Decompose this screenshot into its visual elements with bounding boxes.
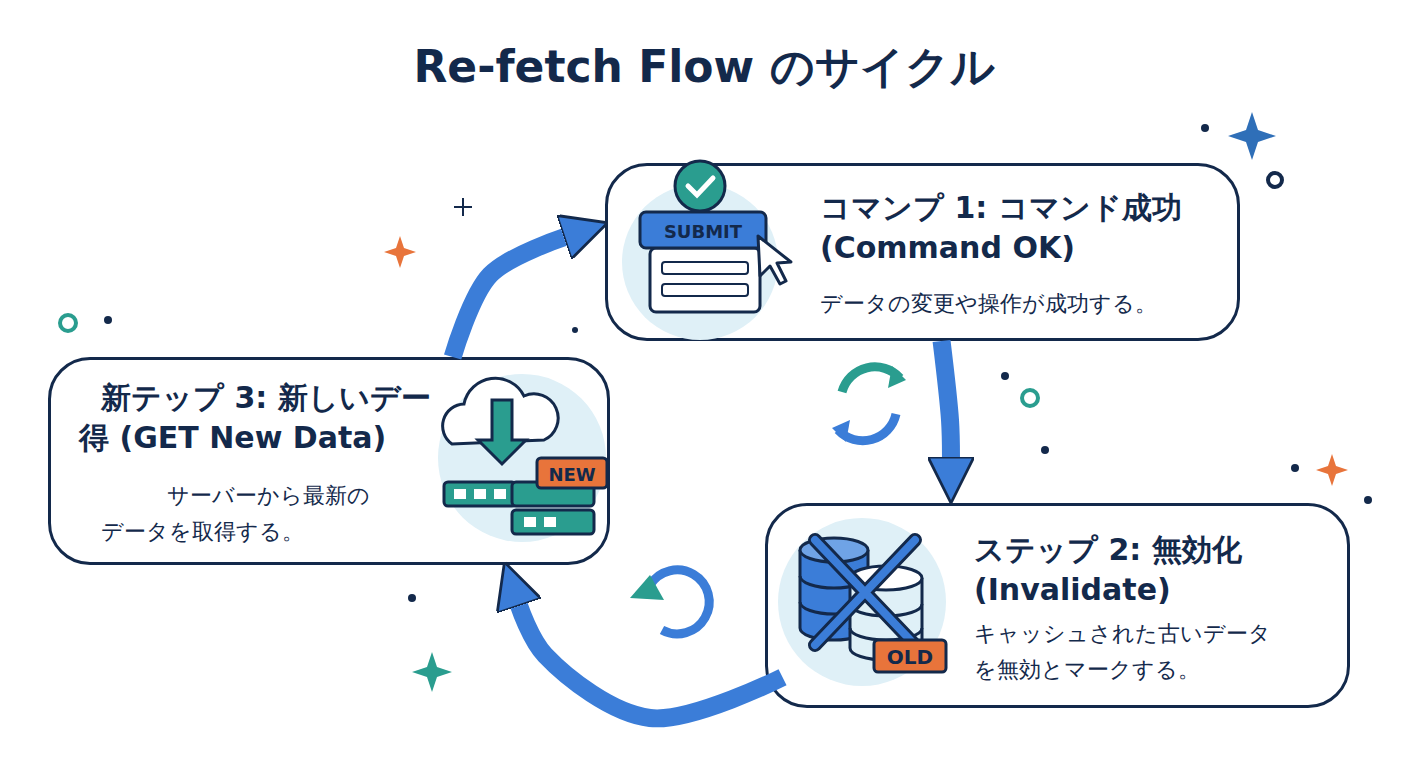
sparkle	[384, 236, 416, 268]
step-box: ステップ 2: 無効化 (Invalidate)キャッシュされた古いデータ を無…	[765, 503, 1350, 708]
database	[800, 550, 868, 640]
invalidate-icon	[778, 518, 946, 686]
dot	[572, 327, 578, 333]
ring-dot	[60, 315, 76, 331]
dot	[1041, 446, 1049, 454]
cycle-head	[630, 575, 664, 600]
check-badge	[675, 161, 725, 211]
step-box: 新テップ 3: 新しいデー 得 (GET New Data) サーバーから最新の …	[48, 357, 610, 565]
sparkle	[1228, 112, 1276, 160]
cycle-arc	[650, 570, 709, 634]
download-arrow	[478, 400, 526, 464]
cycle-arrow	[453, 237, 564, 357]
step-description: データの変更や操作が成功する。	[820, 286, 1230, 322]
old-tag	[874, 640, 946, 672]
form-field	[662, 284, 748, 296]
ring-dot	[1022, 390, 1038, 406]
connector-layer	[453, 237, 951, 718]
submit-icon	[622, 161, 791, 340]
server-block	[444, 482, 516, 506]
icon-backdrop	[622, 184, 778, 340]
cross-mark	[815, 540, 915, 645]
ring-dot	[1268, 173, 1282, 187]
dot	[408, 594, 416, 602]
sparkle	[454, 198, 472, 216]
dot	[1001, 372, 1009, 380]
database	[850, 578, 922, 660]
form-field	[662, 262, 748, 274]
database-rings	[850, 604, 922, 640]
server-block	[512, 510, 594, 534]
cycle-arrow	[942, 341, 951, 457]
dot	[104, 316, 112, 324]
cloud	[443, 378, 559, 444]
server-light	[474, 489, 486, 499]
cycle-head	[832, 420, 850, 442]
icon-backdrop	[438, 374, 606, 542]
cycle-arc	[838, 414, 896, 441]
dot	[1201, 124, 1209, 132]
dot	[1291, 464, 1299, 472]
new-tag	[537, 458, 607, 488]
database-rings	[800, 576, 868, 614]
dot	[1364, 496, 1372, 504]
step-description: キャッシュされた古いデータ を無効とマークする。	[974, 616, 1324, 688]
database-top	[800, 538, 868, 562]
cycle-head	[888, 366, 906, 388]
cross-mark-fill	[815, 540, 915, 645]
database-stack	[800, 538, 922, 660]
server-light	[544, 517, 556, 527]
sparkle	[1316, 454, 1348, 486]
step-heading: コマンプ 1: コマンド成功 (Command OK)	[820, 188, 1220, 268]
check-mark	[688, 178, 713, 195]
sparkle	[412, 652, 452, 692]
server-light	[524, 517, 536, 527]
step-heading: ステップ 2: 無効化 (Invalidate)	[974, 530, 1324, 610]
server-block	[512, 482, 594, 506]
database-top	[850, 566, 922, 590]
fetch-icon	[438, 374, 607, 542]
icon-backdrop	[778, 518, 946, 686]
cycle-symbol	[832, 366, 906, 442]
form-panel	[650, 248, 760, 312]
cycle-arc	[842, 367, 900, 392]
cursor	[758, 236, 791, 284]
step-description: サーバーから最新の データを取得する。	[101, 478, 431, 550]
submit-button	[640, 212, 766, 248]
server-lights	[454, 489, 556, 527]
server-light	[494, 489, 506, 499]
diagram-title: Re-fetch Flow のサイクル	[0, 38, 1408, 97]
step-heading: 新テップ 3: 新しいデー 得 (GET New Data)	[79, 378, 459, 458]
cycle-arrow	[519, 606, 783, 719]
server-light	[454, 489, 466, 499]
cycle-symbol	[630, 570, 709, 634]
step-box: コマンプ 1: コマンド成功 (Command OK) データの変更や操作が成功す…	[605, 163, 1240, 341]
